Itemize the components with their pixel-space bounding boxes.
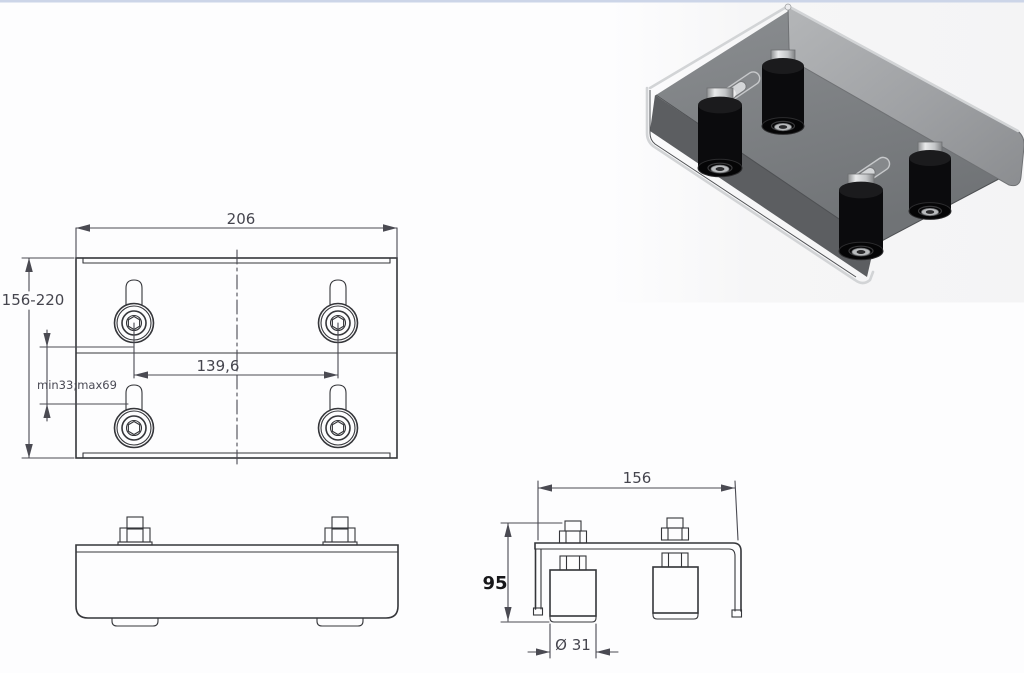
dimension-top-width: 206: [75, 210, 398, 259]
dimension-side-height: 95: [482, 522, 563, 623]
side-view-roller-right: [652, 566, 699, 620]
render-apex-corner: [784, 3, 792, 11]
dim-label-diameter-31: Ø 31: [555, 636, 591, 654]
side-view-roller-left: [549, 569, 597, 623]
dimension-side-width: 156: [537, 469, 739, 541]
front-view: [75, 516, 399, 627]
dimension-adjustment-range: min33;max69: [37, 329, 134, 422]
top-view-roller-lower-right: [317, 384, 359, 449]
render-roller-front-left: [697, 87, 743, 178]
dimension-roller-diameter: Ø 31: [527, 623, 619, 659]
dim-label-156: 156: [623, 469, 652, 487]
page-top-border: [0, 0, 1024, 3]
front-view-roller-tab-right: [316, 617, 364, 627]
front-view-bolt-right: [322, 516, 358, 546]
front-view-body: [75, 544, 399, 619]
top-view-roller-lower-left: [113, 384, 155, 449]
front-view-bolt-left: [117, 516, 153, 546]
render-3d: [610, 2, 1024, 303]
side-view-channel: [532, 542, 743, 618]
dim-label-min-max: min33;max69: [37, 378, 117, 392]
dim-label-206: 206: [227, 210, 256, 228]
front-view-roller-tab-left: [111, 617, 159, 627]
dim-label-156-220: 156-220: [2, 291, 65, 309]
top-view: 206 156-220 139,6 min3: [2, 210, 398, 467]
render-roller-back-right: [761, 49, 805, 135]
dimension-roller-spacing: 139,6: [133, 322, 339, 379]
dim-label-95: 95: [482, 573, 507, 594]
side-view: 156 95 Ø 31: [482, 469, 743, 659]
render-roller-back-far: [908, 141, 952, 220]
dim-label-139-6: 139,6: [197, 357, 240, 375]
side-view-bolt-stack-left: [558, 520, 588, 571]
dimension-top-height-range: 156-220: [2, 257, 75, 459]
render-roller-front-far: [838, 173, 884, 261]
